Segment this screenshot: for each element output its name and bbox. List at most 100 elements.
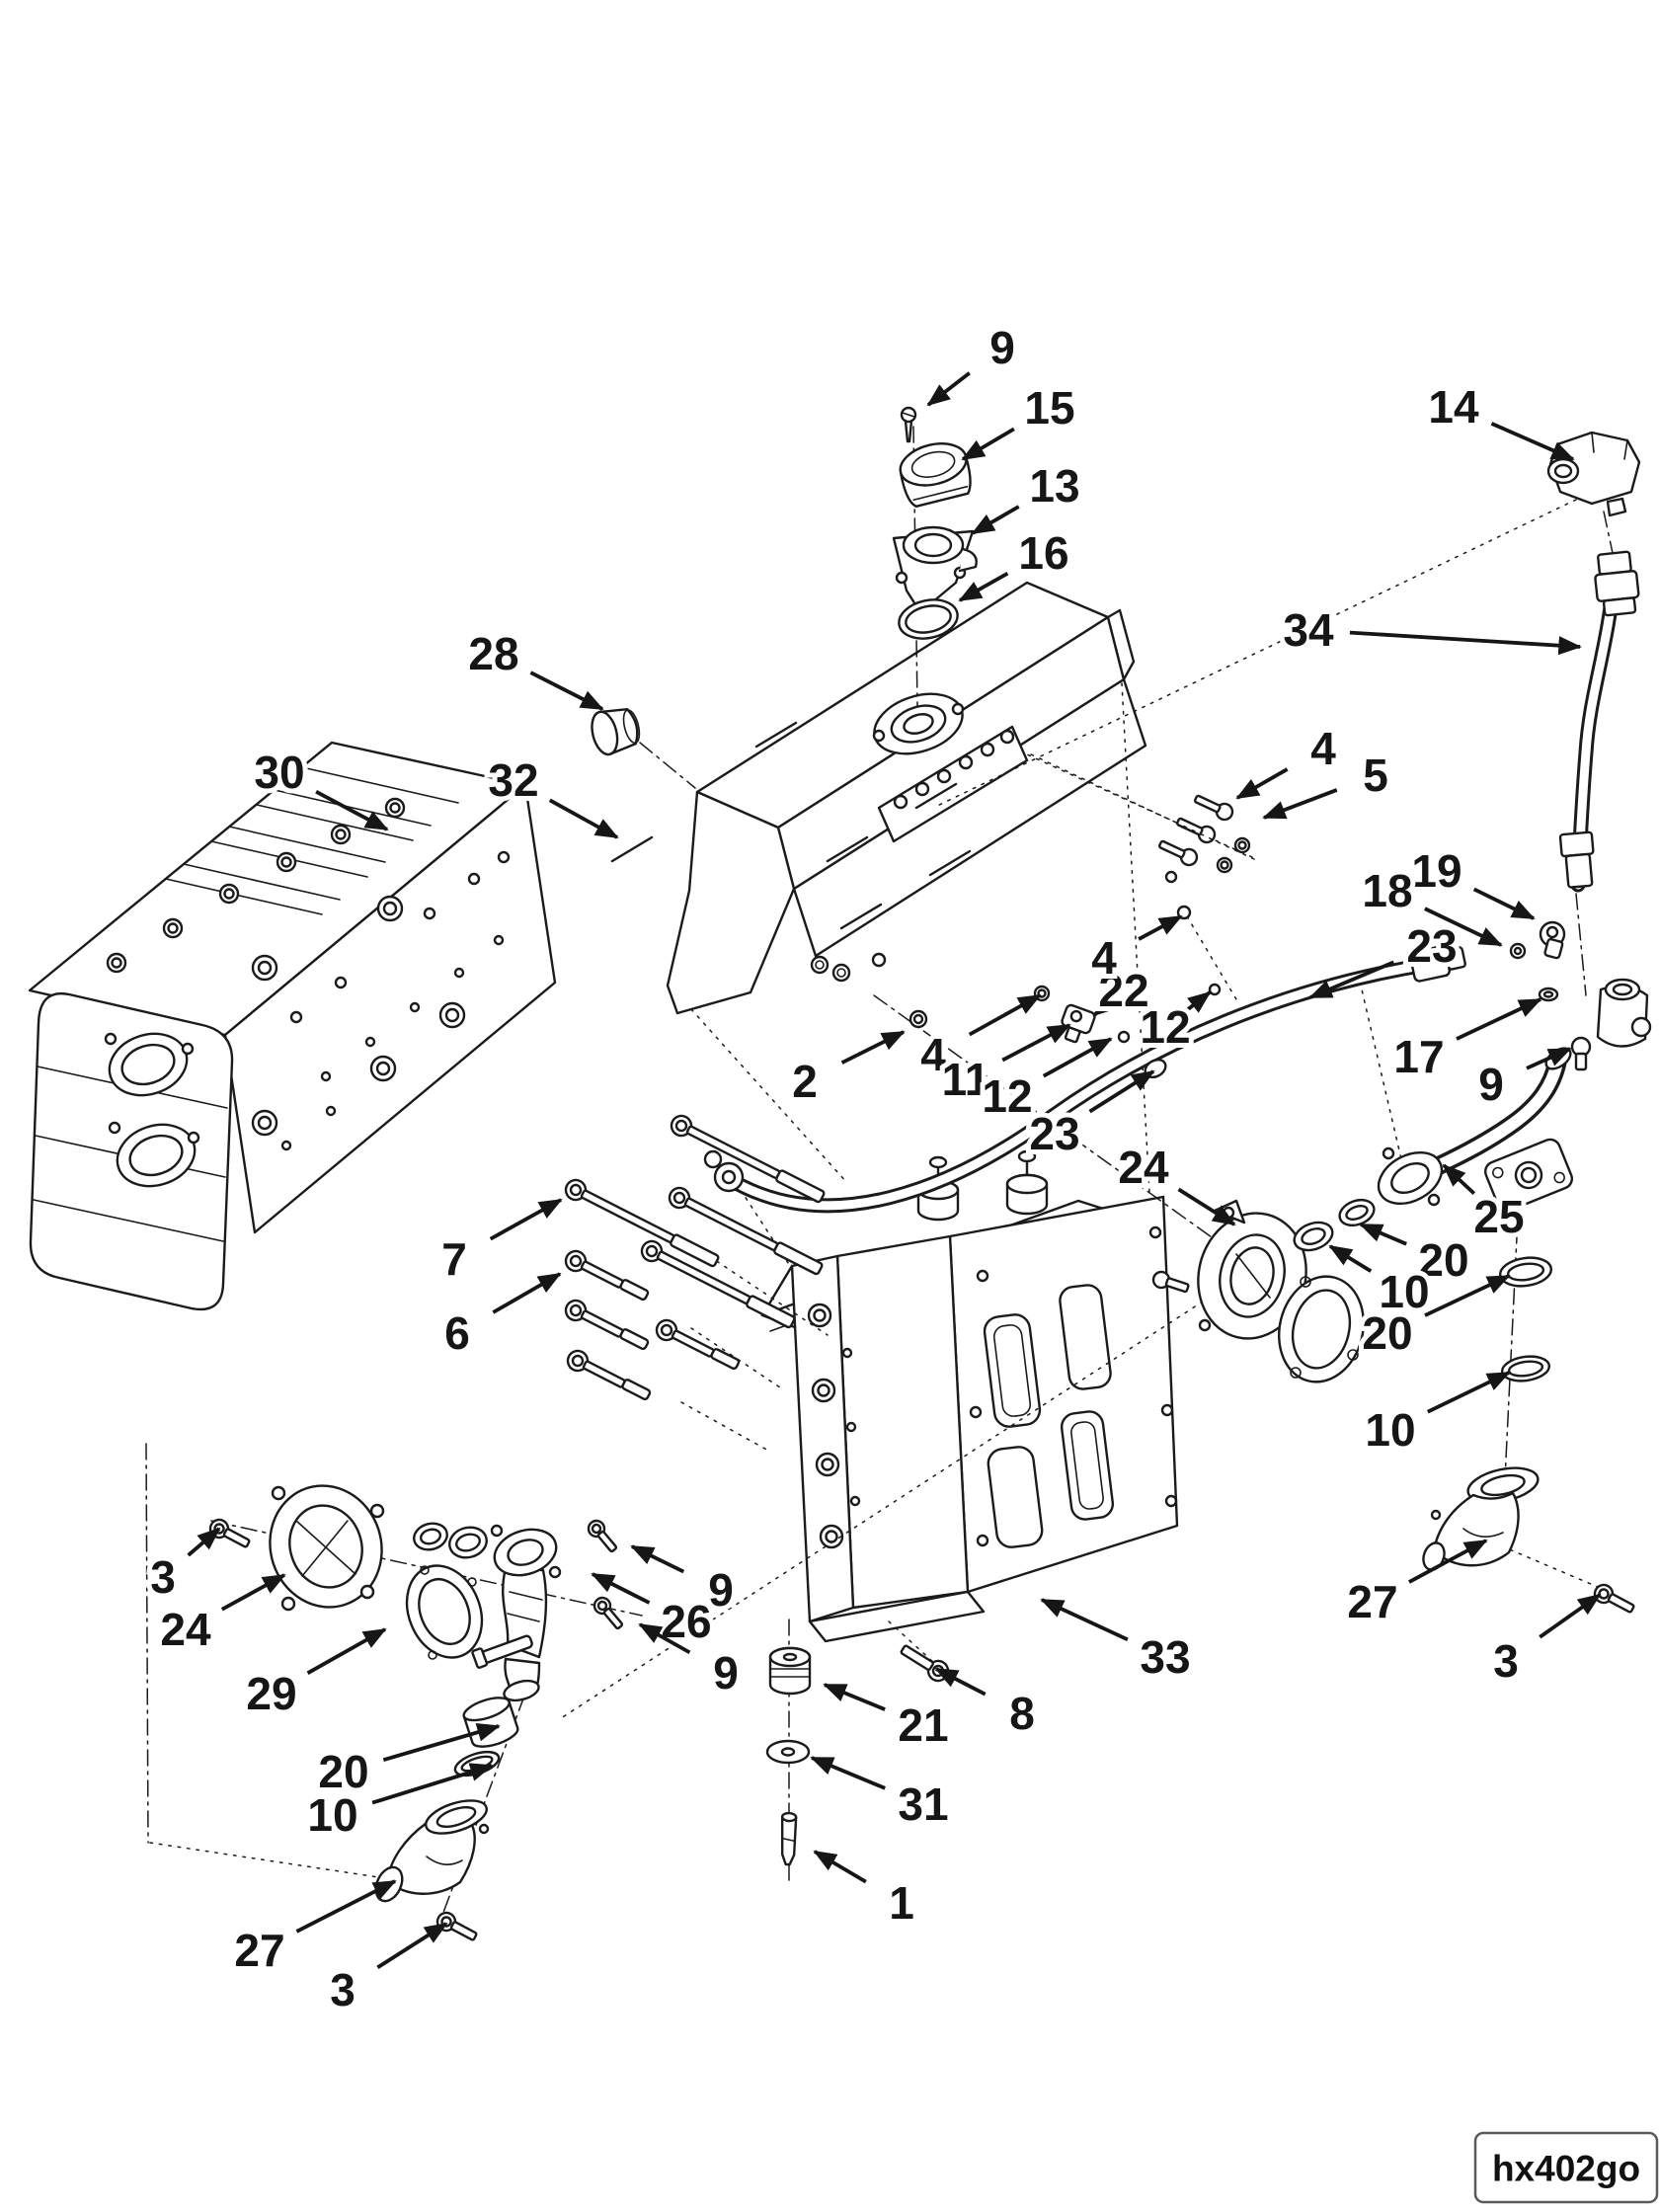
callout-arrow-10-27	[1328, 1244, 1373, 1273]
callout-arrow-33-42	[1040, 1598, 1129, 1642]
cooler-top-bolts	[106, 797, 406, 974]
part-gasket-29-left	[405, 1564, 484, 1660]
callout-label-3-41: 3	[330, 1964, 356, 2015]
part-nut-4b	[1176, 905, 1192, 920]
callout-arrow-20-28	[1424, 1274, 1511, 1317]
callout-arrow-24-33	[220, 1573, 286, 1612]
part-pin-1	[780, 1811, 798, 1866]
callout-label-24-24: 24	[1118, 1142, 1169, 1193]
callout-arrow-10-29	[1426, 1371, 1511, 1414]
callout-label-10-39: 10	[307, 1789, 357, 1841]
callout-arrow-13-2	[971, 505, 1020, 535]
part-oring-20-right	[1498, 1256, 1553, 1288]
callout-arrow-21-44	[823, 1683, 886, 1711]
part-elbow-fitting-14	[1546, 431, 1641, 517]
part-nut-2	[908, 1009, 928, 1029]
part-bolt-9-left-a	[587, 1519, 618, 1553]
callout-label-10-29: 10	[1365, 1404, 1415, 1456]
callout-arrow-14-4	[1490, 422, 1575, 461]
callout-label-4-9: 4	[1310, 723, 1336, 774]
part-bolt-8	[900, 1644, 950, 1683]
callout-arrow-17-22	[1456, 997, 1542, 1041]
callout-arrow-4-19	[1138, 914, 1183, 941]
figure-code-box: hx402go	[1473, 2131, 1659, 2204]
part-flange-plate-25	[1483, 1138, 1574, 1213]
callout-label-20-26: 20	[1418, 1234, 1468, 1286]
callout-label-24-33: 24	[160, 1604, 211, 1655]
callout-arrow-9-0	[926, 371, 971, 407]
part-oring-10-right	[1500, 1355, 1551, 1382]
callout-arrow-23-13	[1308, 960, 1395, 999]
part-reservoir-cover-32	[610, 581, 1147, 1015]
tank-face-holes	[841, 1225, 1178, 1547]
callout-label-34-5: 34	[1283, 604, 1334, 656]
part-transfer-tube-25	[1377, 1047, 1572, 1207]
callout-label-33-42: 33	[1140, 1631, 1190, 1683]
callout-label-23-13: 23	[1406, 920, 1457, 972]
part-thermostat-cover-24-left	[269, 1484, 385, 1612]
callout-label-19-11: 19	[1411, 845, 1462, 897]
callout-arrow-9-23	[1526, 1047, 1572, 1070]
callout-arrow-8-43	[934, 1667, 987, 1697]
callout-label-18-12: 18	[1362, 865, 1412, 916]
part-oring-20-mid	[1338, 1198, 1376, 1227]
part-capscrews-6	[564, 1249, 741, 1401]
callout-arrow-1-46	[813, 1850, 867, 1884]
callout-arrow-27-47	[1408, 1539, 1488, 1584]
callout-arrow-23-21	[1088, 1069, 1155, 1114]
part-washer-18	[1509, 942, 1527, 960]
tank-openings	[983, 1284, 1115, 1548]
part-filler-neck-13	[892, 525, 978, 614]
callout-arrow-18-12	[1424, 907, 1503, 947]
callout-arrow-3-32	[187, 1527, 221, 1557]
part-plug-28	[591, 707, 641, 756]
hose-top-fitting	[1594, 550, 1640, 617]
callout-label-20-28: 20	[1362, 1307, 1412, 1359]
hose-bottom-fitting	[1558, 830, 1595, 889]
callout-label-5-10: 5	[1363, 750, 1388, 801]
part-hose-34	[1558, 550, 1640, 893]
callout-label-26-36: 26	[661, 1596, 711, 1647]
callout-label-12-17: 12	[982, 1070, 1032, 1122]
callout-label-31-45: 31	[898, 1778, 948, 1830]
callout-arrow-32-8	[548, 798, 619, 839]
part-filler-cap-15	[899, 442, 972, 508]
part-elbow-27-left	[374, 1799, 490, 1903]
filler-flange	[873, 692, 964, 755]
callout-label-16-3: 16	[1018, 527, 1068, 579]
part-bolt-small-right	[1151, 1270, 1190, 1294]
figure-code-border	[1473, 2131, 1659, 2204]
part-fitting-22	[1061, 1003, 1096, 1044]
cover-hole-row	[893, 729, 1015, 810]
part-washer-12b	[1208, 983, 1222, 996]
callout-arrow-4-9	[1235, 767, 1289, 800]
callout-arrow-9-35	[630, 1544, 685, 1574]
callout-label-9-37: 9	[713, 1647, 739, 1698]
callout-label-17-22: 17	[1393, 1031, 1444, 1082]
part-bolt-9-right	[1570, 1036, 1592, 1071]
part-washer-31	[765, 1739, 811, 1765]
callout-label-3-48: 3	[1493, 1635, 1519, 1687]
callout-label-23-21: 23	[1029, 1108, 1079, 1159]
figure-code: hx402go	[1492, 2149, 1640, 2189]
part-studs-7	[564, 1114, 826, 1329]
part-bolt-3-right	[1593, 1583, 1635, 1614]
callout-arrow-26-36	[591, 1572, 651, 1605]
callout-arrow-15-1	[961, 427, 1015, 461]
part-hose-23	[703, 945, 1466, 1214]
hose-clamp	[471, 1634, 533, 1669]
callout-arrow-12-17	[1042, 1037, 1113, 1078]
callout-label-9-35: 9	[708, 1564, 734, 1616]
part-screw-9-top	[900, 406, 917, 443]
part-oring-10-mid	[1293, 1221, 1334, 1252]
part-bolt-9-left-b	[592, 1596, 624, 1630]
part-elbow-26	[471, 1524, 562, 1702]
part-bolt-cluster-4-5	[1026, 751, 1255, 884]
callout-arrow-30-7	[315, 790, 389, 831]
callout-arrow-22-18	[1092, 993, 1117, 1017]
callout-label-22-18: 22	[1098, 965, 1148, 1016]
callout-label-20-38: 20	[318, 1746, 368, 1797]
